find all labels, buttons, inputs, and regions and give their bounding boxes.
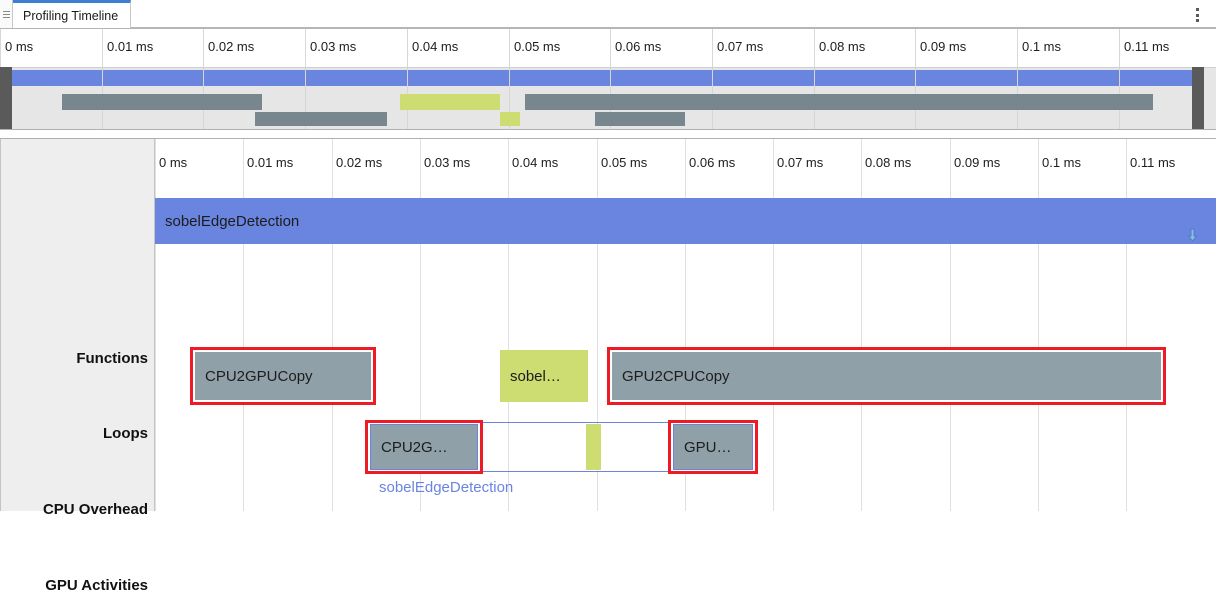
timeline-gridline-11	[1126, 139, 1127, 511]
overview-tick-label: 0.08 ms	[819, 39, 866, 54]
overview-track[interactable]	[0, 67, 1216, 129]
overview-minimap[interactable]	[0, 67, 1216, 133]
overview-tick-2: 0.02 ms	[203, 29, 254, 67]
overview-tick-label: 0.1 ms	[1022, 39, 1062, 54]
overview-tick-7: 0.07 ms	[712, 29, 763, 67]
row-label-functions: Functions	[76, 350, 148, 367]
overview-tick-9: 0.09 ms	[915, 29, 966, 67]
overview-bar-sobel[interactable]	[400, 94, 500, 110]
timeline-gridline-10	[1038, 139, 1039, 511]
overview-tick-label: 0.09 ms	[920, 39, 967, 54]
overview-tick-5: 0.05 ms	[509, 29, 560, 67]
overview-tick-label: 0.06 ms	[615, 39, 662, 54]
timeline-tick-label-11: 0.11 ms	[1130, 155, 1176, 170]
overview-bar-cpu2gpucopy[interactable]	[62, 94, 262, 110]
overview-tick-label: 0.01 ms	[107, 39, 154, 54]
timeline-tick-label-0: 0 ms	[159, 155, 188, 170]
overview-tick-3: 0.03 ms	[305, 29, 356, 67]
timeline-gridline-3	[420, 139, 421, 511]
bar-sobeledgedetection[interactable]: sobelEdgeDetection	[155, 198, 1216, 244]
overview-tick-8: 0.08 ms	[814, 29, 865, 67]
bar-label: sobel…	[510, 367, 561, 385]
overview-bar-gpu-cpu2g[interactable]	[255, 112, 387, 126]
gpu-group-caption: sobelEdgeDetection	[379, 479, 514, 496]
overview-left-handle[interactable]	[0, 67, 12, 129]
bar-label: GPU2CPUCopy	[622, 367, 730, 385]
overview-bar-gpu-gpu2c[interactable]	[595, 112, 685, 126]
resize-arrow-cursor	[1187, 228, 1198, 242]
overview-tick-11: 0.11 ms	[1119, 29, 1169, 67]
overview-tick-label: 0.05 ms	[514, 39, 561, 54]
overview-tick-label: 0.04 ms	[412, 39, 459, 54]
timeline-gridline-1	[243, 139, 244, 511]
bar-label: CPU2GPUCopy	[205, 367, 313, 385]
tab-strip-empty	[131, 0, 1216, 28]
overview-gridline-3	[305, 68, 306, 129]
overview-tick-label: 0.03 ms	[310, 39, 357, 54]
overview-ruler: 0 ms 0.01 ms 0.02 ms 0.03 ms 0.04 ms 0.05 ms 0…	[0, 29, 1216, 67]
timeline-tick-label-2: 0.02 ms	[336, 155, 383, 170]
timeline-gridline-7	[773, 139, 774, 511]
overview-tick-label: 0.07 ms	[717, 39, 764, 54]
timeline-ruler: 0 ms 0.01 ms 0.02 ms 0.03 ms 0.04 ms 0.05 ms 0…	[155, 139, 1216, 181]
bar-label: sobelEdgeDetection	[165, 212, 300, 230]
timeline-tick-label-5: 0.05 ms	[601, 155, 648, 170]
timeline-tick-label-10: 0.1 ms	[1042, 155, 1082, 170]
bar-cpu2gpucopy[interactable]: CPU2GPUCopy	[195, 352, 371, 400]
row-label-gpu-activities: GPU Activities	[45, 577, 148, 594]
overview-tick-label: 0.02 ms	[208, 39, 255, 54]
overview-tick-label: 0.11 ms	[1124, 39, 1170, 54]
overview-tick-4: 0.04 ms	[407, 29, 458, 67]
tab-profiling-timeline[interactable]: Profiling Timeline	[13, 0, 131, 28]
overview-right-handle[interactable]	[1192, 67, 1204, 129]
timeline-main: Functions Loops CPU Overhead GPU Activit…	[0, 138, 1216, 594]
timeline-tick-label-1: 0.01 ms	[247, 155, 294, 170]
kebab-menu-icon[interactable]	[1190, 7, 1204, 23]
bar-gpu-gpu2c[interactable]: GPU…	[673, 424, 753, 470]
overview-tick-10: 0.1 ms	[1017, 29, 1061, 67]
gutter-menu-button[interactable]	[0, 0, 13, 28]
bar-gpu2cpucopy[interactable]: GPU2CPUCopy	[612, 352, 1161, 400]
bar-label: CPU2G…	[381, 438, 448, 456]
timeline-tick-label-7: 0.07 ms	[777, 155, 824, 170]
overview-bar-gpu-sobel[interactable]	[500, 112, 520, 126]
overview-bottom-border	[0, 129, 1216, 130]
overview-tick-6: 0.06 ms	[610, 29, 661, 67]
timeline-gridline-6	[685, 139, 686, 511]
timeline-tick-label-6: 0.06 ms	[689, 155, 736, 170]
overview-summary-bar	[10, 70, 1200, 86]
bar-label: GPU…	[684, 438, 732, 456]
timeline-gridline-2	[332, 139, 333, 511]
timeline-tick-label-3: 0.03 ms	[424, 155, 471, 170]
bar-sobel-truncated[interactable]: sobel…	[500, 350, 588, 402]
overview-gridline-5	[509, 68, 510, 129]
bar-gpu-sobel[interactable]	[586, 424, 601, 470]
timeline-gridline-5	[597, 139, 598, 511]
timeline-canvas[interactable]: 0 ms 0.01 ms 0.02 ms 0.03 ms 0.04 ms 0.05 ms 0…	[155, 139, 1216, 511]
timeline-gridline-9	[950, 139, 951, 511]
overview-tick-1: 0.01 ms	[102, 29, 153, 67]
overview-bar-gpu2cpucopy[interactable]	[525, 94, 1153, 110]
timeline-tick-label-4: 0.04 ms	[512, 155, 559, 170]
timeline-gridline-0	[155, 139, 156, 511]
tab-bar: Profiling Timeline	[0, 0, 1216, 29]
timeline-tick-label-8: 0.08 ms	[865, 155, 912, 170]
overview-tick-label: 0 ms	[5, 39, 34, 54]
overview-tick-0: 0 ms	[0, 29, 33, 67]
row-label-loops: Loops	[103, 425, 148, 442]
timeline-sidebar: Functions Loops CPU Overhead GPU Activit…	[0, 139, 155, 594]
tab-label: Profiling Timeline	[23, 8, 119, 23]
bar-gpu-cpu2g[interactable]: CPU2G…	[370, 424, 478, 470]
timeline-gridline-4	[508, 139, 509, 511]
timeline-tick-label-9: 0.09 ms	[954, 155, 1001, 170]
menu-lines-icon	[2, 10, 10, 18]
timeline-gridline-8	[861, 139, 862, 511]
